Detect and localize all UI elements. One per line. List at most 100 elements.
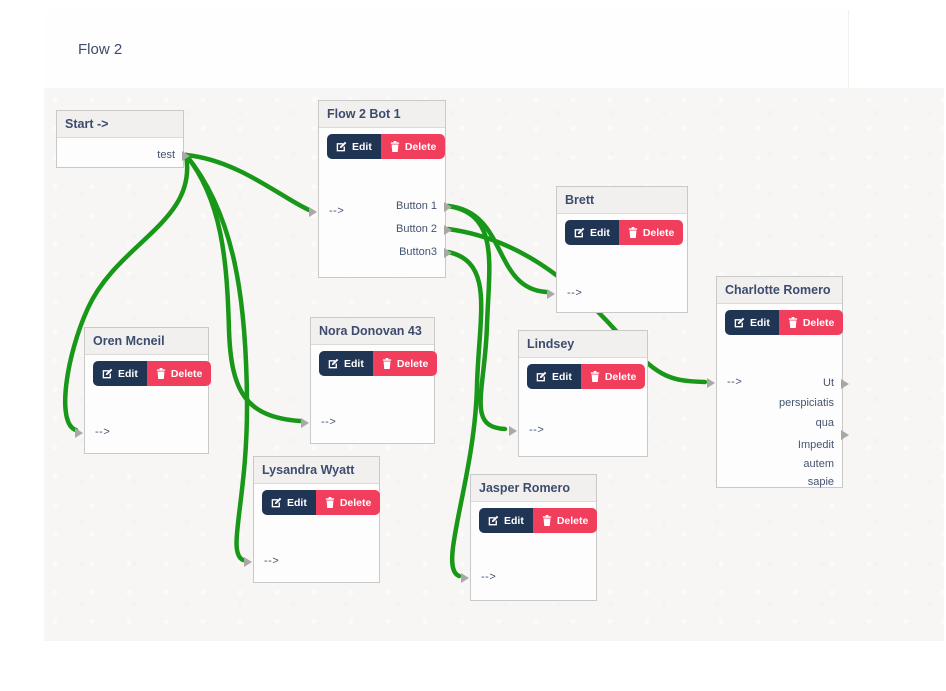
output-port-icon[interactable]: [841, 430, 849, 440]
node-actions: Edit Delete: [93, 361, 212, 386]
input-port-icon[interactable]: [707, 378, 715, 388]
output-label: Ut: [823, 377, 834, 389]
edit-button[interactable]: Edit: [327, 134, 381, 159]
output-port-icon[interactable]: [444, 225, 452, 235]
output-port-icon[interactable]: [841, 379, 849, 389]
node-header[interactable]: Flow 2 Bot 1: [319, 101, 445, 128]
input-port-label: -->: [264, 555, 280, 567]
delete-button[interactable]: Delete: [618, 220, 684, 245]
node-actions: Edit Delete: [327, 134, 446, 159]
input-port-icon[interactable]: [547, 289, 555, 299]
node-actions: Edit Delete: [262, 490, 381, 515]
flow-header-bar: Flow 2: [44, 10, 849, 89]
input-port-label: -->: [329, 205, 345, 217]
delete-button-label: Delete: [170, 367, 203, 380]
connector-bot.Button 2-to-charlotte.input[interactable]: [445, 226, 708, 385]
connector-bot.Button3-to-jasper.input[interactable]: [445, 249, 484, 579]
delete-button[interactable]: Delete: [380, 134, 446, 159]
connector-bot.Button 1-to-lindsey.input[interactable]: [445, 203, 508, 432]
trash-icon: [628, 227, 637, 238]
node-header[interactable]: Brett: [557, 187, 687, 214]
pencil-square-icon: [488, 515, 499, 526]
input-port-label: -->: [95, 426, 111, 438]
node-bot[interactable]: Flow 2 Bot 1 Edit Delete --> Button 1 Button …: [309, 100, 452, 278]
output-label: Button3: [399, 246, 437, 258]
output-port-icon[interactable]: [444, 248, 452, 258]
connector-start.test-to-oren.input[interactable]: [63, 152, 190, 433]
pencil-square-icon: [536, 371, 547, 382]
delete-button[interactable]: Delete: [146, 361, 212, 386]
output-port-icon[interactable]: [444, 202, 452, 212]
delete-button[interactable]: Delete: [372, 351, 438, 376]
output-port-icon[interactable]: [182, 151, 190, 161]
pencil-square-icon: [271, 497, 282, 508]
input-port-label: -->: [567, 287, 583, 299]
node-actions: Edit Delete: [527, 364, 646, 389]
delete-button-label: Delete: [556, 514, 589, 527]
pencil-square-icon: [734, 317, 745, 328]
trash-icon: [590, 371, 599, 382]
connector-start.test-to-nora.input[interactable]: [183, 152, 303, 424]
trash-icon: [382, 358, 391, 369]
node-header[interactable]: Lindsey: [519, 331, 647, 358]
node-nora[interactable]: Nora Donovan 43 Edit Delete -->: [301, 317, 438, 444]
delete-button-label: Delete: [404, 140, 437, 153]
edit-button-label: Edit: [750, 316, 770, 329]
delete-button-label: Delete: [339, 496, 372, 509]
output-label: Button 2: [396, 223, 437, 235]
node-header[interactable]: Jasper Romero: [471, 475, 596, 502]
trash-icon: [156, 368, 165, 379]
edit-button[interactable]: Edit: [93, 361, 147, 386]
edit-button[interactable]: Edit: [527, 364, 581, 389]
edit-button[interactable]: Edit: [479, 508, 533, 533]
trash-icon: [390, 141, 399, 152]
input-port-label: -->: [727, 376, 743, 388]
edit-button[interactable]: Edit: [565, 220, 619, 245]
edit-button-label: Edit: [287, 496, 307, 509]
input-port-icon[interactable]: [301, 418, 309, 428]
edit-button-label: Edit: [344, 357, 364, 370]
trash-icon: [325, 497, 334, 508]
connector-start.test-to-bot.input[interactable]: [183, 152, 312, 213]
delete-button-label: Delete: [604, 370, 637, 383]
output-label: qua: [815, 417, 834, 429]
edit-button-label: Edit: [352, 140, 372, 153]
output-label: Button 1: [396, 200, 437, 212]
node-header[interactable]: Nora Donovan 43: [311, 318, 434, 345]
input-port-icon[interactable]: [75, 428, 83, 438]
input-port-icon[interactable]: [461, 573, 469, 583]
input-port-icon[interactable]: [309, 207, 317, 217]
node-actions: Edit Delete: [319, 351, 438, 376]
input-port-icon[interactable]: [509, 426, 517, 436]
edit-button[interactable]: Edit: [262, 490, 316, 515]
node-start[interactable]: Start ->test: [56, 110, 190, 168]
node-header[interactable]: Oren Mcneil: [85, 328, 208, 355]
delete-button[interactable]: Delete: [778, 310, 844, 335]
delete-button[interactable]: Delete: [532, 508, 598, 533]
delete-button[interactable]: Delete: [315, 490, 381, 515]
input-port-label: -->: [481, 571, 497, 583]
pencil-square-icon: [574, 227, 585, 238]
delete-button[interactable]: Delete: [580, 364, 646, 389]
node-header[interactable]: Charlotte Romero: [717, 277, 842, 304]
edit-button[interactable]: Edit: [725, 310, 779, 335]
node-header[interactable]: Lysandra Wyatt: [254, 457, 379, 484]
edit-button[interactable]: Edit: [319, 351, 373, 376]
edit-button-label: Edit: [118, 367, 138, 380]
output-label: Impedit: [797, 439, 834, 451]
input-port-label: -->: [321, 416, 337, 428]
input-port-icon[interactable]: [244, 557, 252, 567]
node-header[interactable]: Start ->: [57, 111, 183, 138]
edit-button-label: Edit: [504, 514, 524, 527]
connector-start.test-to-lysandra.input[interactable]: [183, 152, 250, 563]
output-label: perspiciatis: [778, 397, 834, 409]
